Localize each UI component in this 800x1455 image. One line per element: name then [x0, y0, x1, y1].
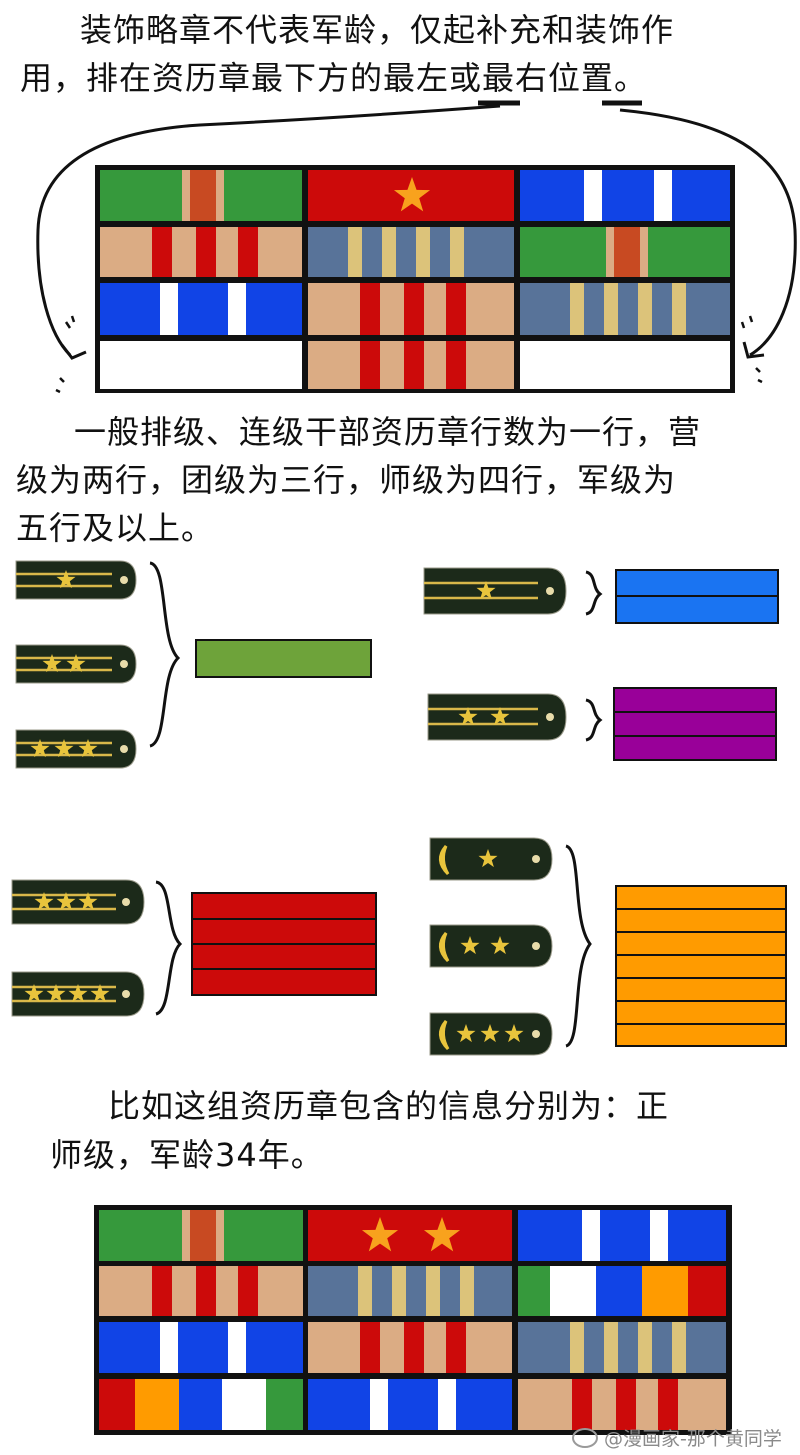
ribbon-red-two-stars: [308, 1210, 512, 1261]
ribbon-empty-slot: [100, 341, 302, 389]
rank-bar-row: [615, 1000, 787, 1025]
rank-bar-row: [615, 1023, 787, 1047]
rank-bar-row: [615, 885, 787, 910]
rank-bar-row: [191, 918, 377, 945]
weibo-icon: [572, 1428, 598, 1448]
brace-icon: [585, 570, 603, 616]
rank-bar-row: [615, 908, 787, 933]
rank-bar-row: [615, 931, 787, 956]
watermark-text: @漫画家-那个黄同学: [604, 1428, 782, 1450]
epaulet-icon: [429, 924, 553, 968]
epaulet-icon: [429, 837, 553, 881]
star-icon: [361, 1217, 399, 1252]
rank-group-4: [11, 879, 377, 1017]
text-para2-line3: 五行及以上。: [16, 509, 215, 547]
rank-bar-row: [191, 968, 377, 996]
rank-bar-row: [615, 954, 787, 979]
brace-icon: [565, 844, 592, 1048]
ribbon-blue-white: [100, 283, 302, 335]
brace-icon: [155, 880, 183, 1016]
star-icon: [423, 1217, 461, 1252]
rank-bar-row: [191, 892, 377, 920]
ribbon-board-bottom: [94, 1205, 732, 1435]
text-para3-line1: 比如这组资历章包含的信息分别为：正: [108, 1087, 670, 1125]
rank-group-2: [423, 567, 779, 624]
rank-bar-row: [613, 711, 777, 737]
text-para3-line2: 师级，军龄34年。: [50, 1136, 324, 1174]
rank-bar-row: [613, 687, 777, 713]
ribbon-board-top: [95, 165, 735, 393]
epaulet-icon: [15, 644, 137, 684]
star-icon: [393, 177, 431, 212]
epaulet-icon: [423, 567, 567, 615]
epaulet-icon: [429, 1012, 553, 1056]
rank-bar-row: [191, 943, 377, 970]
brace-icon: [585, 698, 603, 742]
text-para1-line2: 用，排在资历章最下方的最左或最右位置。: [20, 59, 648, 97]
text-para2-line2: 级为两行，团级为三行，师级为四行，军级为: [16, 461, 677, 499]
ribbon-empty-slot: [520, 341, 730, 389]
rank-bar-row: [615, 977, 787, 1002]
epaulet-icon: [15, 729, 137, 769]
rank-group-5: [429, 837, 787, 1056]
ribbon-slate-gold: [308, 227, 514, 277]
rank-group-1: [15, 560, 372, 769]
epaulet-icon: [15, 560, 137, 600]
rank-bar-row: [615, 595, 779, 624]
epaulet-icon: [11, 879, 145, 925]
epaulet-icon: [11, 971, 145, 1017]
ribbon-slate-gold: [520, 283, 730, 335]
annotation-arrows: [36, 100, 797, 394]
rank-group-3: [427, 687, 777, 761]
rank-bar-row: [613, 735, 777, 761]
epaulet-icon: [427, 693, 567, 741]
rank-bar-row: [615, 569, 779, 597]
ribbon-blue-white: [520, 170, 730, 221]
brace-icon: [149, 561, 181, 748]
watermark: @漫画家-那个黄同学: [572, 1424, 782, 1451]
rank-bar-row: [195, 639, 372, 678]
text-para1-line1: 装饰略章不代表军龄，仅起补充和装饰作: [80, 11, 675, 49]
text-para2-line1: 一般排级、连级干部资历章行数为一行，营: [74, 413, 702, 451]
